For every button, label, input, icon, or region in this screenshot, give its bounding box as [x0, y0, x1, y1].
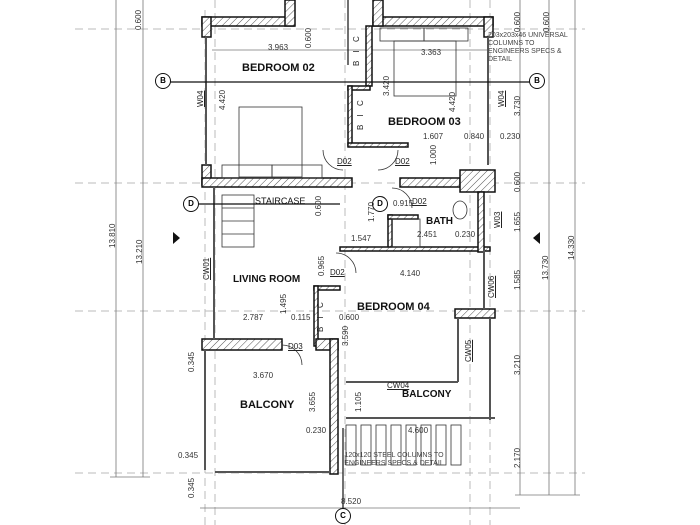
- section-arrow-left: [173, 232, 180, 244]
- dim-1495: 1.495: [279, 293, 288, 314]
- dim-right-0600-a: 0.600: [513, 11, 522, 32]
- room-label-bedroom-04: BEDROOM 04: [357, 301, 430, 313]
- grid-marker-b-right: B: [529, 73, 545, 89]
- dim-8520: 8.520: [341, 497, 362, 506]
- bic-label-1: B I C: [352, 33, 361, 66]
- bic-label-2: B I C: [356, 97, 365, 130]
- dim-right-0600-c: 0.600: [513, 171, 522, 192]
- room-label-bedroom-03: BEDROOM 03: [388, 116, 461, 128]
- dim-0115: 0.115: [291, 313, 311, 322]
- walls: [201, 0, 496, 475]
- room-label-balcony-small: BALCONY: [402, 389, 452, 400]
- dim-right-1585: 1.585: [513, 269, 522, 290]
- dim-1607: 1.607: [423, 132, 444, 141]
- dim-bed02-width: 3.963: [268, 43, 289, 52]
- dim-0915: 0.915: [393, 199, 414, 208]
- dim-4600: 4.600: [408, 426, 429, 435]
- section-arrow-right: [533, 232, 540, 244]
- room-label-staircase: STAIRCASE: [255, 196, 306, 206]
- dim-0600-stair: 0.600: [314, 195, 323, 216]
- dim-right-14330: 14.330: [567, 235, 576, 260]
- dim-right-1655: 1.655: [513, 211, 522, 232]
- grid-marker-d-mid: D: [372, 196, 388, 212]
- dim-0230-a: 0.230: [500, 132, 521, 141]
- section-lines: [170, 0, 540, 515]
- dim-1547: 1.547: [351, 234, 372, 243]
- dim-top-0600: 0.600: [304, 27, 313, 48]
- dim-bed03-height: 4.420: [448, 91, 457, 112]
- dim-right-13730: 13.730: [541, 255, 550, 280]
- dim-right-2170: 2.170: [513, 447, 522, 468]
- dim-left-0600: 0.600: [134, 9, 143, 30]
- door-tag-d02-c: D02: [412, 197, 427, 206]
- dim-1770: 1.770: [367, 201, 376, 222]
- dim-left-13810: 13.810: [108, 223, 117, 248]
- curtain-tag-cw05: CW05: [464, 339, 473, 362]
- dim-right-0600-b: 0.600: [542, 11, 551, 32]
- door-tag-d02-a: D02: [337, 157, 352, 166]
- dim-0230-c: 0.230: [306, 426, 327, 435]
- window-tag-w04-right: W04: [497, 90, 506, 107]
- bic-label-3: B I C: [316, 299, 325, 332]
- dim-0965: 0.965: [317, 255, 326, 276]
- room-label-bath: BATH: [426, 216, 454, 227]
- grid-marker-d-left: D: [183, 196, 199, 212]
- dimension-lines: [110, 0, 580, 509]
- dim-2787: 2.787: [243, 313, 264, 322]
- grid-marker-b-left: B: [155, 73, 171, 89]
- note-universal-columns: 203x203x46 UNIVERSAL COLUMNS TO ENGINEER…: [488, 32, 568, 63]
- dim-3670: 3.670: [253, 371, 274, 380]
- room-label-living-room: LIVING ROOM: [233, 274, 301, 285]
- dim-bed02-height: 4.420: [218, 89, 227, 110]
- dim-1000: 1.000: [429, 144, 438, 165]
- dim-0345-a: 0.345: [187, 351, 196, 372]
- door-tag-d02-b: D02: [395, 157, 410, 166]
- dim-3655: 3.655: [308, 391, 317, 412]
- window-tag-w03: W03: [493, 211, 502, 228]
- dim-2451: 2.451: [417, 230, 438, 239]
- dim-left-13210: 13.210: [135, 239, 144, 264]
- curtain-tag-cw01: CW01: [202, 257, 211, 280]
- window-tag-w04-left: W04: [196, 90, 205, 107]
- dim-bed03-width: 3.363: [421, 48, 442, 57]
- grid-marker-bottom: C: [335, 508, 351, 524]
- dim-0345-c: 0.345: [187, 477, 196, 498]
- door-tag-d03: D03: [288, 342, 303, 351]
- dim-right-3730: 3.730: [513, 95, 522, 116]
- dim-right-3210: 3.210: [513, 354, 522, 375]
- dim-bed03-3420: 3.420: [382, 75, 391, 96]
- dim-1105: 1.105: [354, 391, 363, 412]
- room-label-balcony-main: BALCONY: [240, 399, 295, 411]
- dim-0600-b: 0.600: [339, 313, 360, 322]
- dim-0345-b: 0.345: [178, 451, 199, 460]
- dim-0840: 0.840: [464, 132, 485, 141]
- curtain-tag-cw04: CW04: [387, 381, 410, 390]
- dim-0230-b: 0.230: [455, 230, 476, 239]
- dim-3590: 3.590: [341, 325, 350, 346]
- door-tag-d02-d: D02: [330, 268, 345, 277]
- furniture: [221, 27, 469, 466]
- room-label-bedroom-02: BEDROOM 02: [242, 62, 315, 74]
- dim-4140: 4.140: [400, 269, 421, 278]
- note-steel-columns: 120x120 STEEL COLUMNS TO ENGINEERS SPECS…: [344, 452, 444, 467]
- curtain-tag-cw06: CW06: [487, 275, 496, 298]
- glazing: [204, 37, 495, 473]
